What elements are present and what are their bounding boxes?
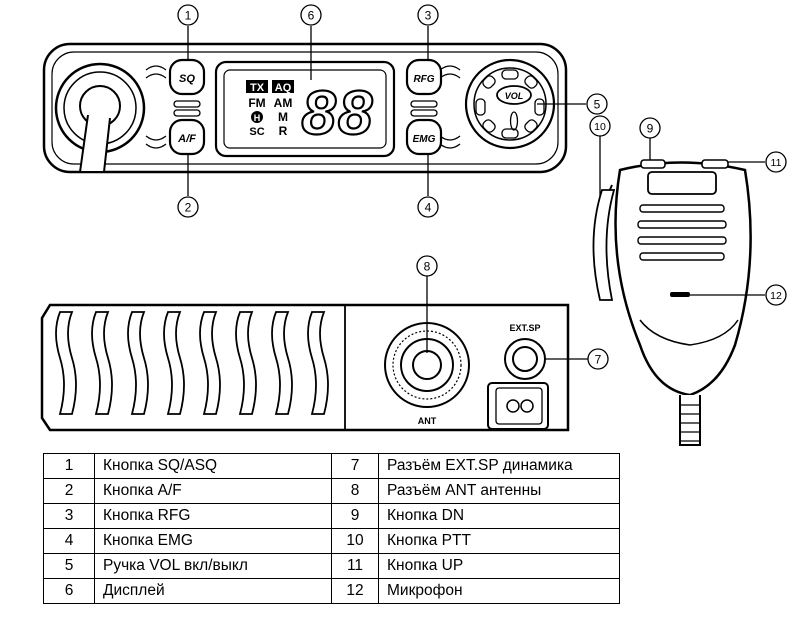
radio-diagram: SQ A/F TX AQ FM AM H [40,4,787,446]
legend-number: 7 [331,453,379,479]
svg-text:10: 10 [594,121,606,133]
ant-connector[interactable]: ANT [384,322,470,426]
legend-number: 3 [43,503,95,529]
heatsink-fins [55,311,329,415]
af-button[interactable]: A/F [168,118,206,156]
callout-6: 6 [300,4,322,26]
legend-number: 12 [331,578,379,604]
lcd-digits: 88 [302,79,375,148]
legend-number: 4 [43,528,95,554]
legend-label: Дисплей [94,578,332,604]
legend-number: 6 [43,578,95,604]
svg-text:3: 3 [425,9,432,23]
legend-label: Кнопка RFG [94,503,332,529]
sq-button-label: SQ [179,73,195,85]
callout-10: 10 [589,115,611,137]
legend-number: 8 [331,478,379,504]
legend-label: Кнопка EMG [94,528,332,554]
legend-label: Кнопка PTT [378,528,620,554]
legend-row: 4 Кнопка EMG 10 Кнопка PTT [43,528,620,554]
callout-5: 5 [586,93,608,115]
callout-8: 8 [416,255,438,277]
lcd-display: TX AQ FM AM H M SC R 88 [214,60,396,158]
mic-grille [637,204,727,261]
rear-panel: ANT EXT.SP [40,303,570,432]
lcd-am: AM [274,96,293,110]
legend-label: Кнопка A/F [94,478,332,504]
svg-text:5: 5 [594,98,601,112]
legend-label: Ручка VOL вкл/выкл [94,553,332,579]
callout-7: 7 [587,348,609,370]
ptt-button[interactable] [592,189,616,301]
legend-label: Разъём ANT антенны [378,478,620,504]
legend-label: Разъём EXT.SP динамика [378,453,620,479]
lcd-tx: TX [250,82,265,94]
callout-9: 9 [639,117,661,139]
lcd-m: M [278,110,288,124]
legend-number: 9 [331,503,379,529]
legend-label: Кнопка DN [378,503,620,529]
mic-jack [54,62,146,173]
lcd-r: R [279,124,288,138]
ext-sp-label: EXT.SP [509,323,540,333]
ext-sp-jack[interactable]: EXT.SP [504,323,546,380]
legend-row: 5 Ручка VOL вкл/выкл 11 Кнопка UP [43,553,620,579]
callout-lines [187,26,765,360]
af-button-label: A/F [177,133,196,145]
legend-row: 6 Дисплей 12 Микрофон [43,578,620,604]
lcd-sc: SC [249,126,264,138]
legend-label: Микрофон [378,578,620,604]
lcd-h: H [254,113,261,123]
legend-number: 1 [43,453,95,479]
svg-text:1: 1 [185,9,192,23]
legend-number: 11 [331,553,379,579]
svg-text:2: 2 [185,201,192,215]
callout-3: 3 [417,4,439,26]
microphone [592,159,752,446]
emg-button-label: EMG [413,134,436,145]
legend-number: 10 [331,528,379,554]
svg-text:9: 9 [647,122,654,136]
svg-text:12: 12 [770,290,782,302]
rfg-button-label: RFG [413,74,434,85]
front-panel: SQ A/F TX AQ FM AM H [42,42,568,174]
svg-text:11: 11 [771,157,782,169]
legend-row: 1 Кнопка SQ/ASQ 7 Разъём EXT.SP динамика [43,453,620,479]
ant-label: ANT [418,416,437,426]
svg-text:7: 7 [595,353,602,367]
callout-2: 2 [177,196,199,218]
legend-row: 3 Кнопка RFG 9 Кнопка DN [43,503,620,529]
sq-button[interactable]: SQ [168,58,206,96]
dn-button[interactable] [640,159,666,169]
rfg-button[interactable]: RFG [405,58,443,96]
power-connector[interactable] [487,382,549,430]
legend-table: 1 Кнопка SQ/ASQ 7 Разъём EXT.SP динамика… [43,453,620,604]
callout-1: 1 [177,4,199,26]
vol-knob[interactable]: VOL [464,58,556,150]
legend-label: Кнопка UP [378,553,620,579]
svg-text:6: 6 [308,9,315,23]
mic-hole [670,292,690,297]
legend-row: 2 Кнопка A/F 8 Разъём ANT антенны [43,478,620,504]
callout-12: 12 [765,284,787,306]
svg-text:4: 4 [425,201,432,215]
legend-label: Кнопка SQ/ASQ [94,453,332,479]
svg-text:8: 8 [424,260,431,274]
callout-4: 4 [417,196,439,218]
up-button[interactable] [701,159,729,169]
callouts: 1 2 3 4 5 6 7 8 9 10 11 12 [177,4,787,370]
legend-number: 2 [43,478,95,504]
lcd-aq: AQ [275,82,292,94]
callout-11: 11 [765,151,787,173]
legend-number: 5 [43,553,95,579]
lcd-fm: FM [248,96,265,110]
vol-knob-label: VOL [505,91,524,101]
emg-button[interactable]: EMG [405,118,443,156]
